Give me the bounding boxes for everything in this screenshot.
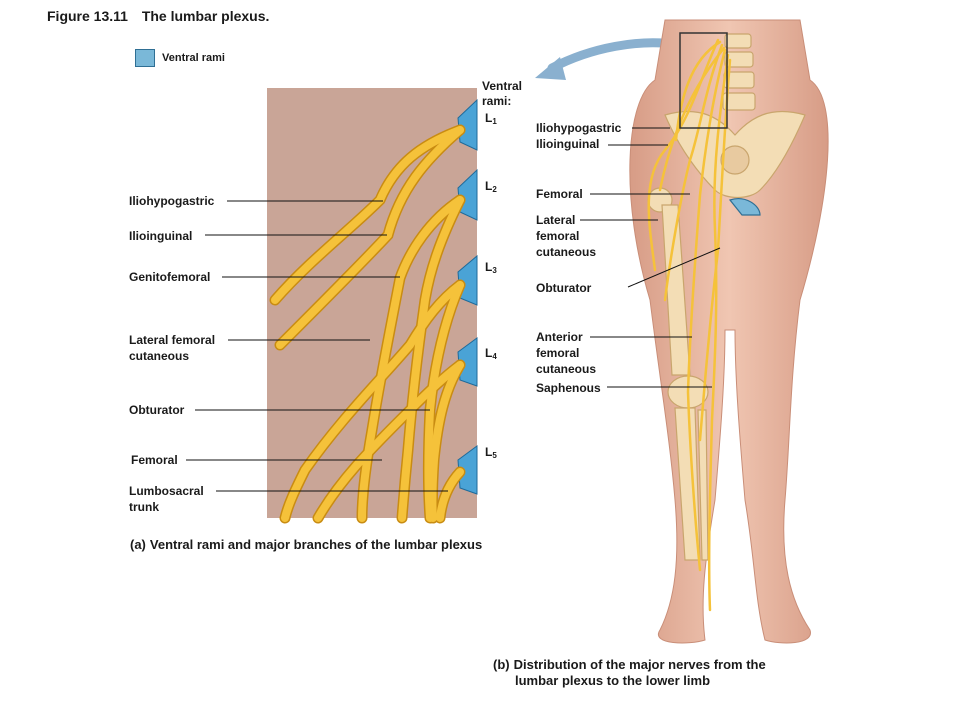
- label-b-lateral-femoral-cutaneous: Lateral femoral cutaneous: [536, 213, 597, 259]
- caption-b-tag: (b): [493, 657, 510, 672]
- caption-b: (b)Distribution of the major nerves from…: [493, 657, 766, 673]
- rami-header-line-1: Ventral: [482, 79, 523, 93]
- pelvis-and-spine: [664, 33, 806, 199]
- level-l3: L3: [485, 260, 497, 275]
- label-b-obturator: Obturator: [536, 281, 592, 295]
- body-figure: [629, 19, 829, 644]
- caption-a: (a)Ventral rami and major branches of th…: [130, 537, 482, 553]
- leg-nerves: [647, 38, 732, 612]
- label-b-iliohypogastric: Iliohypogastric: [536, 121, 622, 135]
- label-a-genitofemoral: Genitofemoral: [129, 270, 211, 284]
- caption-a-text: Ventral rami and major branches of the l…: [149, 537, 483, 552]
- legend-swatch: [135, 49, 155, 67]
- label-b-ilioinguinal: Ilioinguinal: [536, 137, 600, 151]
- caption-a-tag: (a): [130, 537, 146, 552]
- level-l2: L2: [485, 179, 497, 194]
- level-l4: L4: [485, 346, 497, 361]
- label-a-ilioinguinal: Ilioinguinal: [129, 229, 193, 243]
- caption-b-line-1: Distribution of the major nerves from th…: [513, 657, 766, 672]
- figure-number: Figure 13.11: [47, 8, 128, 24]
- label-a-obturator: Obturator: [129, 403, 185, 417]
- label-b-anterior-femoral-cutaneous: Anterior femoral cutaneous: [536, 330, 597, 376]
- label-a-lateral-femoral-cutaneous: Lateral femoral cutaneous: [129, 333, 216, 363]
- figure-title: Figure 13.11 The lumbar plexus.: [47, 8, 269, 24]
- label-b-saphenous: Saphenous: [536, 381, 601, 395]
- label-a-femoral: Femoral: [131, 453, 178, 467]
- plexus-nerves: [269, 124, 466, 524]
- zoom-region-box: [679, 32, 728, 129]
- level-l1: L1: [485, 111, 497, 126]
- caption-b-line-2: lumbar plexus to the lower limb: [515, 673, 711, 688]
- panel-a-leader-lines: [186, 200, 448, 492]
- label-a-lumbosacral-trunk: Lumbosacral trunk: [129, 484, 204, 514]
- label-b-femoral: Femoral: [536, 187, 583, 201]
- legend-label: Ventral rami: [162, 52, 225, 64]
- label-a-iliohypogastric: Iliohypogastric: [129, 194, 215, 208]
- panel-b-leader-lines: [580, 127, 721, 388]
- rami-header-line-2: rami:: [482, 94, 512, 108]
- zoom-arrow-head-icon: [535, 57, 566, 80]
- level-l5: L5: [485, 445, 497, 460]
- figure-title-text: The lumbar plexus.: [141, 8, 270, 24]
